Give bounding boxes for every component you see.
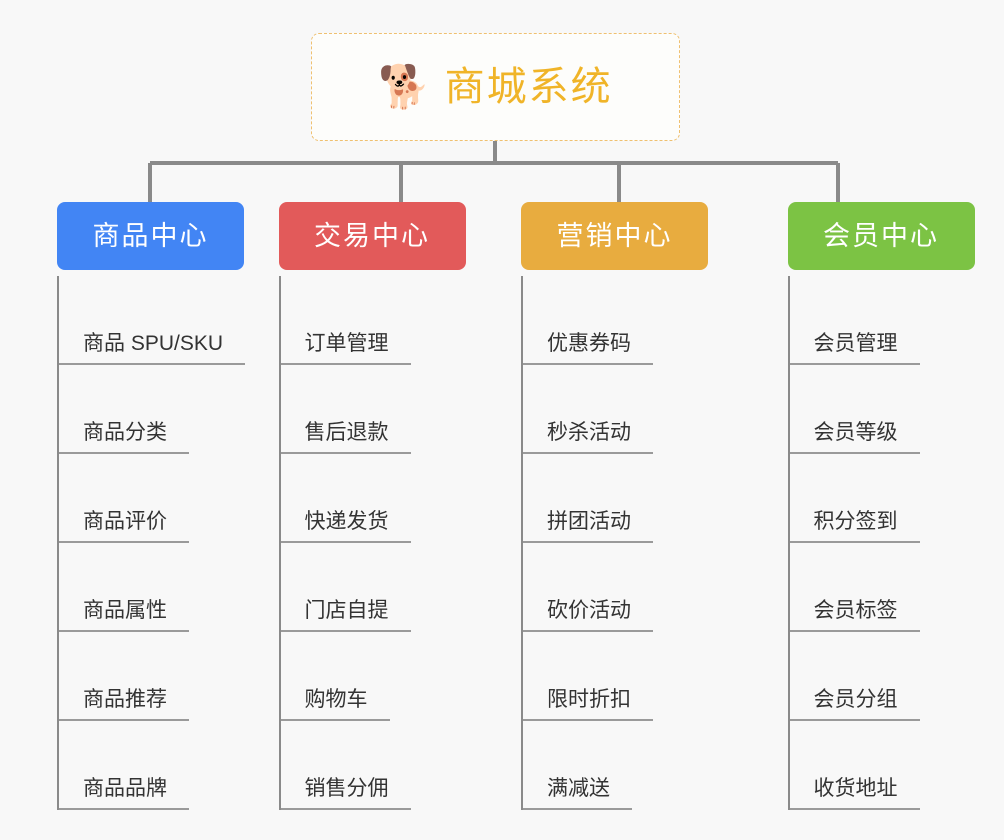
list-item[interactable]: 优惠券码 [523,276,708,365]
list-item[interactable]: 拼团活动 [523,454,708,543]
leaf-label: 商品品牌 [59,778,189,810]
leaf-label: 砍价活动 [523,600,653,632]
list-item[interactable]: 砍价活动 [523,543,708,632]
leaf-label: 门店自提 [280,600,411,632]
list-item[interactable]: 积分签到 [789,454,975,543]
branch-column-trade-center: 交易中心 订单管理 售后退款 快递发货 门店自提 购物车 销售分佣 [278,202,496,810]
list-item[interactable]: 商品 SPU/SKU [59,276,246,365]
leaf-label: 拼团活动 [523,511,653,543]
list-item[interactable]: 购物车 [280,632,466,721]
leaf-label: 优惠券码 [523,333,653,365]
leaf-label: 商品分类 [59,422,189,454]
leaf-label: 快递发货 [280,511,411,543]
list-item[interactable]: 秒杀活动 [523,365,708,454]
leaf-label: 购物车 [280,689,390,721]
list-item[interactable]: 商品推荐 [59,632,244,721]
shiba-dog-face-icon: 🐕 [378,63,431,110]
branch-column-product-center: 商品中心 商品 SPU/SKU 商品分类 商品评价 商品属性 商品推荐 商品品牌 [57,202,274,810]
list-item[interactable]: 商品分类 [59,365,244,454]
branch-leaf-list-marketing-center: 优惠券码 秒杀活动 拼团活动 砍价活动 限时折扣 满减送 [521,276,708,810]
branch-header-trade-center[interactable]: 交易中心 [278,202,466,270]
branch-header-label: 营销中心 [556,220,673,251]
leaf-label: 积分签到 [789,511,920,543]
list-item[interactable]: 会员标签 [789,543,975,632]
branch-header-marketing-center[interactable]: 营销中心 [521,202,708,270]
list-item[interactable]: 门店自提 [280,543,466,632]
leaf-label: 商品评价 [59,511,189,543]
leaf-label: 销售分佣 [280,778,411,810]
leaf-label: 售后退款 [280,422,411,454]
branch-header-label: 商品中心 [92,220,209,251]
branch-column-member-center: 会员中心 会员管理 会员等级 积分签到 会员标签 会员分组 收货地址 [787,202,1004,810]
leaf-label: 商品推荐 [59,689,189,721]
branch-header-label: 交易中心 [314,220,430,251]
leaf-label: 商品 SPU/SKU [59,333,246,365]
list-item[interactable]: 商品品牌 [59,721,244,810]
leaf-label: 商品属性 [59,600,189,632]
list-item[interactable]: 销售分佣 [280,721,466,810]
leaf-label: 会员标签 [789,600,920,632]
list-item[interactable]: 商品属性 [59,543,244,632]
leaf-label: 收货地址 [789,778,920,810]
leaf-label: 会员管理 [789,333,920,365]
list-item[interactable]: 会员等级 [789,365,975,454]
list-item[interactable]: 商品评价 [59,454,244,543]
list-item[interactable]: 订单管理 [280,276,466,365]
leaf-label: 会员分组 [789,689,920,721]
list-item[interactable]: 满减送 [523,721,708,810]
leaf-label: 会员等级 [789,422,920,454]
list-item[interactable]: 限时折扣 [523,632,708,721]
list-item[interactable]: 收货地址 [789,721,975,810]
leaf-label: 订单管理 [280,333,411,365]
branch-columns: 商品中心 商品 SPU/SKU 商品分类 商品评价 商品属性 商品推荐 商品品牌… [0,202,1004,810]
root-node[interactable]: 🐕 商城系统 [311,33,680,141]
branch-leaf-list-trade-center: 订单管理 售后退款 快递发货 门店自提 购物车 销售分佣 [278,276,466,810]
leaf-label: 秒杀活动 [523,422,653,454]
branch-leaf-list-product-center: 商品 SPU/SKU 商品分类 商品评价 商品属性 商品推荐 商品品牌 [57,276,246,810]
list-item[interactable]: 快递发货 [280,454,466,543]
branch-header-label: 会员中心 [823,220,939,251]
branch-leaf-list-member-center: 会员管理 会员等级 积分签到 会员标签 会员分组 收货地址 [787,276,975,810]
leaf-label: 限时折扣 [523,689,653,721]
list-item[interactable]: 售后退款 [280,365,466,454]
list-item[interactable]: 会员管理 [789,276,975,365]
branch-column-marketing-center: 营销中心 优惠券码 秒杀活动 拼团活动 砍价活动 限时折扣 满减送 [521,202,738,810]
branch-header-product-center[interactable]: 商品中心 [57,202,244,270]
list-item[interactable]: 会员分组 [789,632,975,721]
branch-header-member-center[interactable]: 会员中心 [787,202,975,270]
root-title: 商城系统 [444,65,613,109]
leaf-label: 满减送 [523,778,632,810]
